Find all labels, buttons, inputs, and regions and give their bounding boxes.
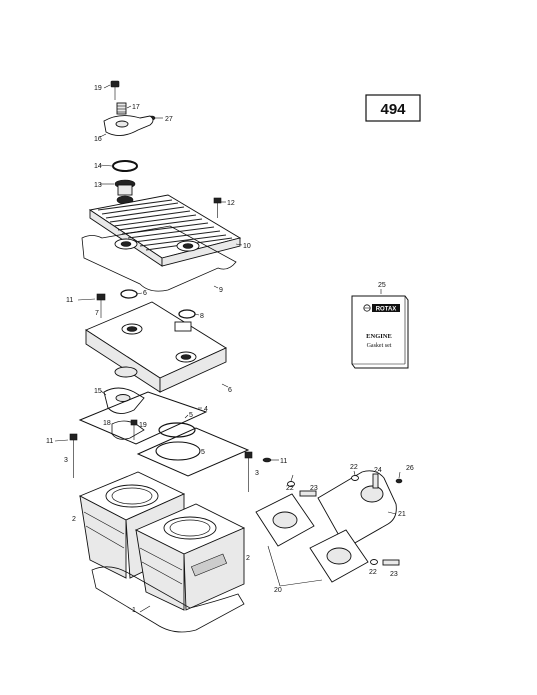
callout-23-bottom: 23 <box>390 571 398 578</box>
bolt-part-11-right <box>244 451 279 492</box>
callout-19-top: 19 <box>94 85 102 92</box>
bolt-part-12 <box>213 197 226 218</box>
cylinder-gasket-part-5 <box>136 427 250 477</box>
exhaust-flange-part-21 <box>317 470 397 549</box>
exhaust-manifold-right-part-20 <box>309 529 369 583</box>
card-line-engine: ENGINE <box>366 333 392 340</box>
callout-11-right: 11 <box>280 458 287 465</box>
bolt-part-11-upper <box>77 293 106 318</box>
callout-17: 17 <box>132 104 140 111</box>
exhaust-manifold-left-part-20 <box>255 493 315 547</box>
gasket-set-card: 25 ROTAX ENGINE Gasket set <box>351 282 409 369</box>
callout-19-mid: 19 <box>139 422 147 429</box>
callout-26: 26 <box>406 465 414 472</box>
callout-2-right: 2 <box>246 555 250 562</box>
callout-22-mid: 22 <box>350 464 358 471</box>
fastener-part-22-bottom <box>370 559 378 565</box>
head-cover-part-10 <box>88 194 243 267</box>
gasket-part-18 <box>111 420 145 440</box>
fastener-part-22-top <box>287 474 295 487</box>
callout-25: 25 <box>378 282 386 289</box>
screw-part-24 <box>372 473 379 489</box>
callout-6-lower: 6 <box>228 387 232 394</box>
callout-12: 12 <box>227 200 235 207</box>
outlet-cover-part-16 <box>99 115 154 138</box>
callout-15: 15 <box>94 388 102 395</box>
page-number: 494 <box>380 101 406 118</box>
bolt-part-11-left <box>54 433 78 478</box>
callout-11-left: 11 <box>46 438 53 445</box>
cover-gasket-part-9 <box>81 225 237 292</box>
base-gasket-part-1 <box>91 566 245 633</box>
screw-part-19-top <box>103 80 120 100</box>
callout-11-upper: 11 <box>66 297 73 304</box>
o-ring-part-14 <box>99 160 138 172</box>
card-line-gasket-set: Gasket set <box>367 343 392 349</box>
callout-24: 24 <box>374 467 382 474</box>
screw-part-23-bottom <box>382 559 400 566</box>
fastener-part-22-mid <box>351 470 359 481</box>
callout-18: 18 <box>103 420 111 427</box>
callout-14: 14 <box>94 163 102 170</box>
page-number-box: 494 <box>365 94 421 122</box>
callout-8: 8 <box>200 313 204 320</box>
thermostat-part-13 <box>100 179 136 205</box>
callout-3-left: 3 <box>64 457 68 464</box>
callout-23-top: 23 <box>310 485 318 492</box>
insert-part-17 <box>116 102 132 115</box>
screw-part-23-top <box>299 490 317 497</box>
head-gasket-part-4 <box>78 391 208 445</box>
callout-4: 4 <box>204 406 208 413</box>
callout-6-upper: 6 <box>143 290 147 297</box>
callout-1: 1 <box>132 607 136 614</box>
washer-part-6-upper <box>120 289 143 299</box>
callout-27: 27 <box>165 116 173 123</box>
cylinder-head-part-6 <box>85 301 229 393</box>
callout-5-upper: 5 <box>189 412 193 419</box>
outlet-part-15 <box>100 387 145 414</box>
cylinder-part-2-right <box>134 503 246 611</box>
callout-22-top: 22 <box>286 485 294 492</box>
callout-16: 16 <box>94 136 102 143</box>
callout-3-right: 3 <box>255 470 259 477</box>
callout-10: 10 <box>243 243 251 250</box>
callout-13: 13 <box>94 182 102 189</box>
callout-9: 9 <box>219 287 223 294</box>
callout-2-left: 2 <box>72 516 76 523</box>
washer-part-8 <box>178 309 200 319</box>
clip-part-26 <box>395 471 403 484</box>
card-brand: ROTAX <box>376 307 397 313</box>
callout-5-lower: 5 <box>201 449 205 456</box>
callout-labels: 19 17 27 16 14 13 12 10 9 11 6 7 8 6 15 … <box>46 85 414 614</box>
callout-22-bottom: 22 <box>369 569 377 576</box>
bolt-part-19-mid <box>130 419 138 440</box>
callout-7: 7 <box>95 310 99 317</box>
callout-20: 20 <box>274 587 282 594</box>
callout-21: 21 <box>398 511 406 518</box>
